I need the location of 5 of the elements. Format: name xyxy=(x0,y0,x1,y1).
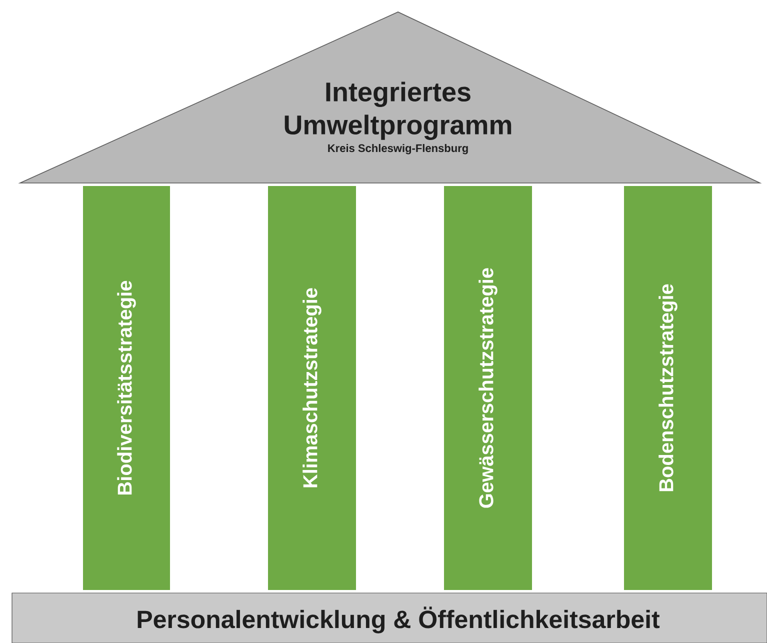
pillar: Biodiversitätsstrategie xyxy=(83,186,170,590)
base-bar: Personalentwicklung & Öffentlichkeitsarbeit xyxy=(12,592,767,643)
pillar: Klimaschutzstrategie xyxy=(268,186,356,590)
pillar: Gewässerschutzstrategie xyxy=(444,186,532,590)
pillar: Bodenschutzstrategie xyxy=(624,186,712,590)
